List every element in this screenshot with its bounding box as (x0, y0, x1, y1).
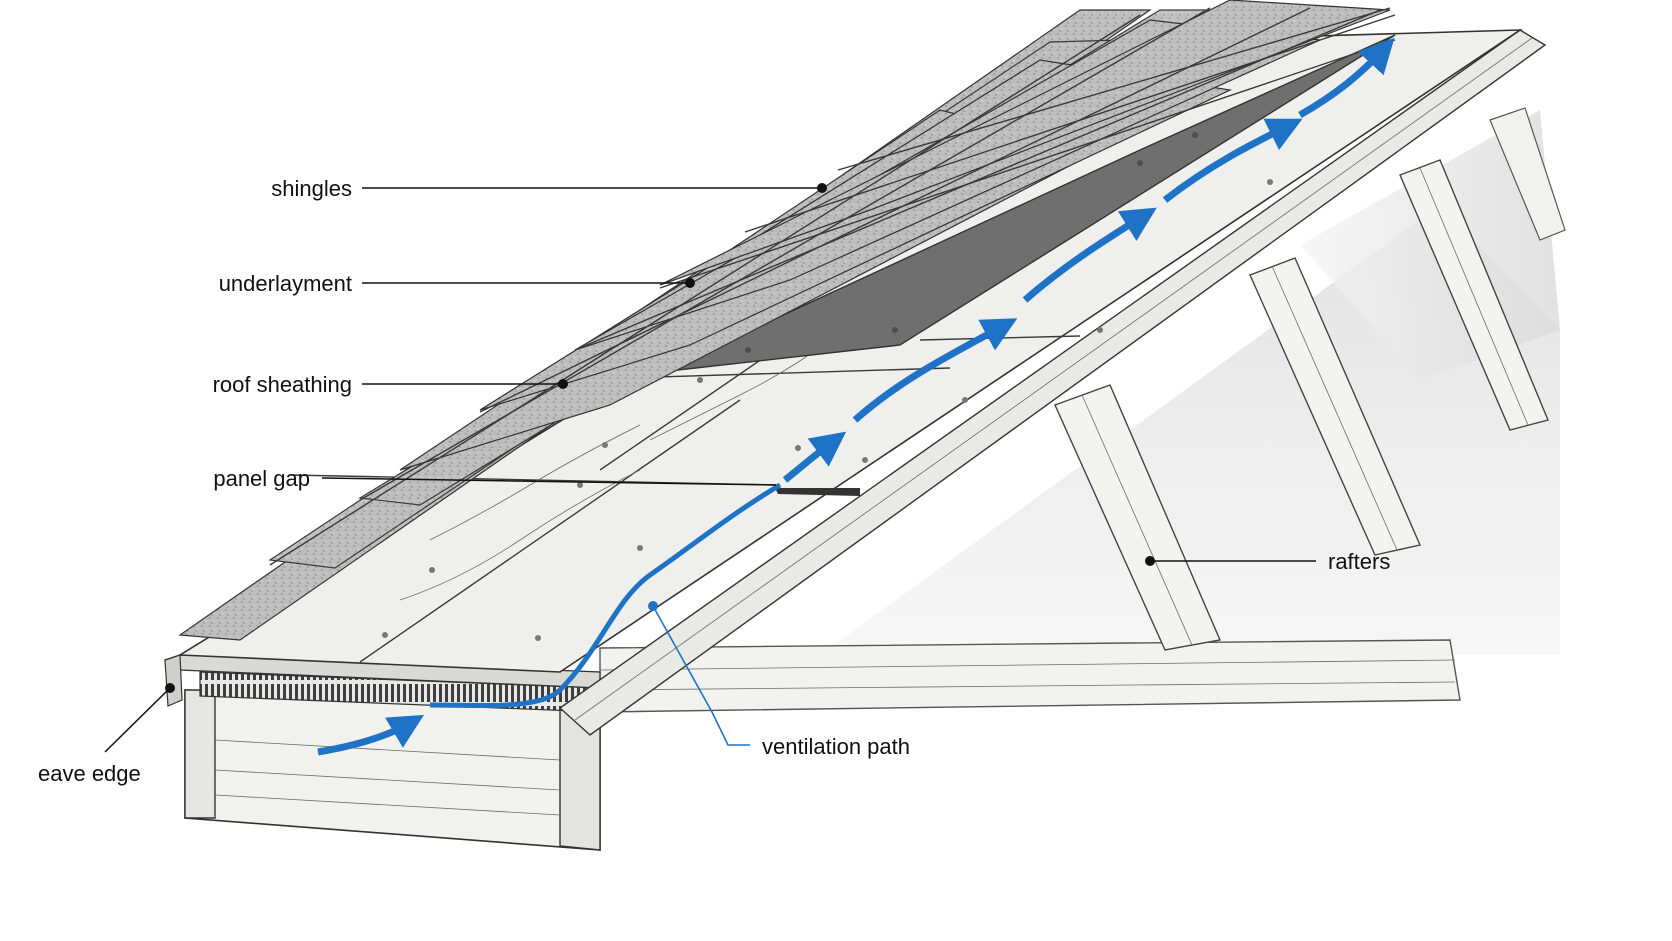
callout-dot (648, 601, 658, 611)
fascia-board (185, 690, 600, 850)
label-ventilation-path: ventilation path (762, 734, 910, 759)
callout-dot (165, 683, 175, 693)
callout-shingles: shingles (271, 176, 827, 201)
callout-underlayment: underlayment (219, 271, 695, 296)
label-shingles: shingles (271, 176, 352, 201)
callout-dot (1145, 556, 1155, 566)
callout-dot (558, 379, 568, 389)
label-panel-gap: panel gap (213, 466, 310, 491)
label-underlayment: underlayment (219, 271, 352, 296)
callout-dot (817, 183, 827, 193)
ceiling-joist (600, 640, 1460, 712)
label-eave-edge: eave edge (38, 761, 141, 786)
callout-eave-edge: eave edge (38, 683, 175, 786)
callout-dot (685, 278, 695, 288)
label-roof-sheathing: roof sheathing (213, 372, 352, 397)
label-rafters: rafters (1328, 549, 1390, 574)
